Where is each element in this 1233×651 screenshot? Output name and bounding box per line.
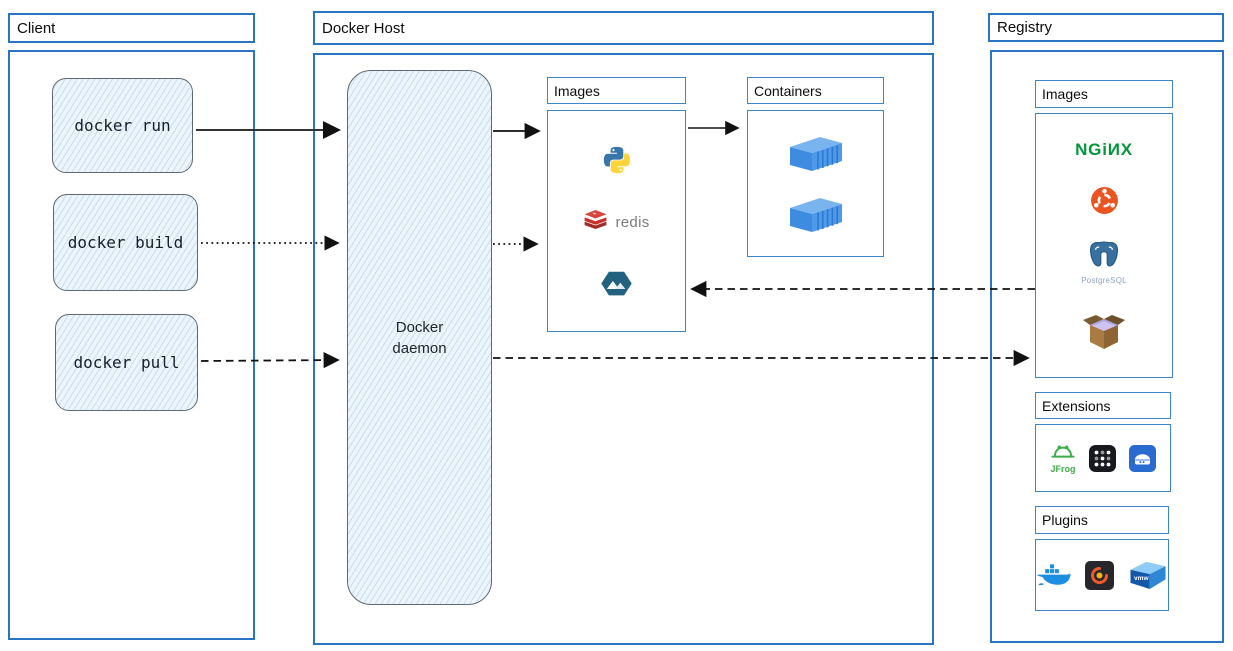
app-grid-icon: [1088, 444, 1116, 472]
docker-build-box: docker build: [53, 194, 198, 291]
containers-title: Containers: [754, 82, 822, 99]
ubuntu-icon: [1090, 186, 1119, 215]
docker-host-title: Docker Host: [322, 19, 405, 37]
host-images-title: Images: [554, 82, 600, 99]
server-app-icon: [1128, 444, 1156, 472]
client-title: Client: [17, 19, 56, 37]
python-icon: [602, 145, 632, 175]
extensions-title: Extensions: [1042, 397, 1111, 414]
docker-pull-box: docker pull: [55, 314, 198, 411]
docker-pull-label: docker pull: [73, 353, 180, 372]
docker-daemon-label: Docker daemon: [392, 318, 447, 357]
jfrog-label: JFrog: [1050, 463, 1076, 474]
containers-panel-header: Containers: [747, 77, 884, 104]
alpine-icon: [601, 270, 632, 297]
plugins-panel-body: vmw: [1035, 539, 1169, 611]
containers-panel-body: [747, 110, 884, 257]
docker-build-label: docker build: [67, 233, 184, 252]
registry-frame-header: Registry: [988, 13, 1224, 42]
vmware-icon: vmw: [1127, 557, 1169, 593]
plugins-panel-header: Plugins: [1035, 506, 1169, 534]
grafana-icon: [1085, 560, 1114, 590]
client-frame-header: Client: [8, 13, 255, 43]
container-icon: [788, 133, 844, 173]
docker-run-label: docker run: [74, 116, 171, 135]
docker-whale-icon: [1035, 561, 1072, 590]
nginx-label: NGiИX: [1075, 139, 1133, 159]
plugins-title: Plugins: [1042, 512, 1088, 528]
jfrog-icon: [1051, 443, 1075, 465]
redis-icon: [583, 209, 608, 236]
postgresql-logo: PostgreSQL: [1081, 240, 1127, 285]
container-icon: [788, 194, 844, 234]
nginx-icon: NGiИX: [1075, 140, 1133, 160]
registry-images-title: Images: [1042, 86, 1088, 102]
host-images-panel-header: Images: [547, 77, 686, 104]
vmware-label: vmw: [1134, 575, 1149, 582]
registry-images-panel-header: Images: [1035, 80, 1173, 108]
jfrog-logo: JFrog: [1050, 443, 1076, 474]
registry-title: Registry: [997, 19, 1053, 36]
extensions-panel-header: Extensions: [1035, 392, 1171, 419]
docker-run-box: docker run: [52, 78, 193, 173]
registry-images-panel-body: NGiИX PostgreSQL: [1035, 113, 1173, 378]
extensions-panel-body: JFrog: [1035, 424, 1171, 492]
busybox-icon: [1080, 311, 1128, 351]
redis-label: redis: [615, 214, 650, 231]
redis-logo: redis: [583, 209, 650, 236]
docker-daemon-box: Docker daemon: [347, 70, 492, 605]
postgresql-label: PostgreSQL: [1081, 276, 1127, 286]
host-images-panel-body: redis: [547, 110, 686, 332]
postgresql-icon: [1087, 240, 1121, 275]
docker-host-frame-header: Docker Host: [313, 11, 934, 45]
